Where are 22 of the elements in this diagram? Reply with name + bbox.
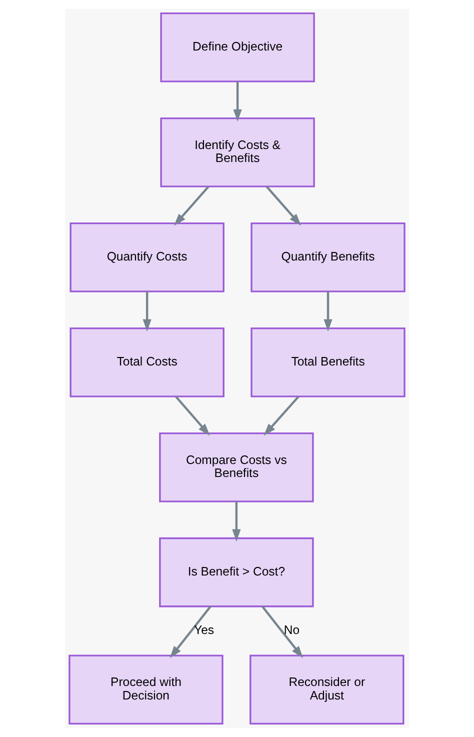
node-box: Compare Costs vs Benefits	[159, 432, 314, 502]
arrow	[264, 396, 300, 436]
arrow	[170, 606, 212, 658]
node-box: Quantify Costs	[70, 222, 224, 292]
arrow	[174, 186, 210, 226]
node-box: Is Benefit > Cost?	[159, 537, 314, 608]
arrow	[175, 396, 210, 436]
edge-label: Yes	[194, 623, 214, 638]
node-box: Define Objective	[160, 12, 315, 82]
arrow	[261, 606, 304, 658]
arrow	[232, 502, 241, 542]
arrow	[233, 82, 242, 122]
node-box: Identify Costs & Benefits	[160, 117, 315, 188]
node-box: Reconsider or Adjust	[250, 654, 404, 724]
arrow	[324, 292, 332, 332]
node-box: Quantify Benefits	[250, 222, 406, 292]
arrow	[142, 292, 152, 332]
node-box: Total Costs	[70, 327, 224, 398]
node-box: Proceed with Decision	[68, 654, 224, 724]
arrow	[266, 186, 302, 226]
edge-label: No	[284, 623, 300, 638]
node-box: Total Benefits	[250, 327, 406, 398]
